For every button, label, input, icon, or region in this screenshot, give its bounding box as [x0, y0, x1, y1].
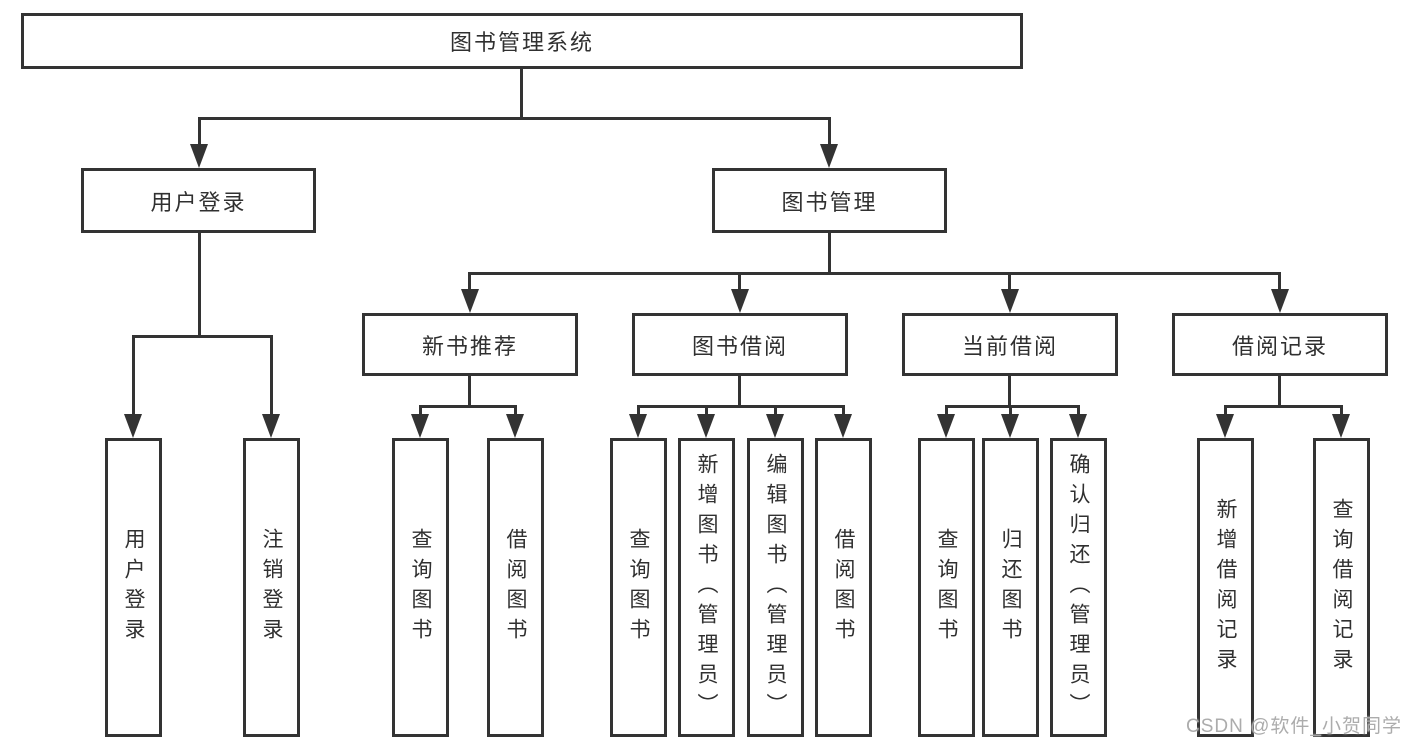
arrow-down-icon — [766, 414, 784, 438]
connector-line — [828, 233, 831, 275]
arrow-down-icon — [411, 414, 429, 438]
leaf-label: 注销登录 — [260, 527, 283, 648]
leaf-label: 用户登录 — [122, 527, 145, 648]
leaf-edit-book-admin: 编辑图书（管理员） — [747, 438, 804, 737]
arrow-down-icon — [1001, 289, 1019, 313]
leaf-label: 查询图书 — [935, 527, 958, 648]
connector-line — [198, 117, 831, 120]
connector-line — [132, 335, 135, 417]
leaf-label: 查询借阅记录 — [1330, 497, 1353, 678]
connector-line — [945, 405, 1080, 408]
connector-line — [419, 405, 517, 408]
arrow-down-icon — [190, 144, 208, 168]
connector-line — [1340, 405, 1343, 417]
arrow-down-icon — [1332, 414, 1350, 438]
node-borrow-records: 借阅记录 — [1172, 313, 1388, 376]
connector-line — [1008, 272, 1011, 292]
leaf-borrow-book: 借阅图书 — [815, 438, 872, 737]
leaf-add-book-admin: 新增图书（管理员） — [678, 438, 735, 737]
leaf-return-book: 归还图书 — [982, 438, 1039, 737]
node-label: 用户登录 — [150, 189, 247, 215]
connector-line — [520, 69, 523, 118]
arrow-down-icon — [1216, 414, 1234, 438]
connector-line — [468, 272, 471, 292]
connector-line — [774, 405, 777, 417]
node-library-system: 图书管理系统 — [21, 13, 1023, 69]
leaf-query-book-recommend: 查询图书 — [392, 438, 449, 737]
node-user-login: 用户登录 — [81, 168, 316, 233]
leaf-label: 新增借阅记录 — [1214, 497, 1237, 678]
leaf-logout: 注销登录 — [243, 438, 300, 737]
connector-line — [1009, 405, 1012, 417]
node-current-borrow: 当前借阅 — [902, 313, 1118, 376]
connector-line — [1278, 272, 1281, 292]
connector-line — [705, 405, 708, 417]
connector-line — [828, 117, 831, 148]
arrow-down-icon — [262, 414, 280, 438]
connector-line — [945, 405, 948, 417]
connector-line — [637, 405, 640, 417]
connector-line — [132, 335, 273, 338]
connector-line — [1008, 376, 1011, 407]
arrow-down-icon — [697, 414, 715, 438]
leaf-label: 查询图书 — [627, 527, 650, 648]
connector-line — [468, 376, 471, 407]
csdn-watermark: CSDN @软件_小贺同学 — [1186, 716, 1402, 737]
connector-line — [738, 376, 741, 407]
connector-line — [468, 272, 1281, 275]
leaf-label: 借阅图书 — [832, 527, 855, 648]
leaf-label: 确认归还（管理员） — [1067, 452, 1090, 723]
connector-line — [1077, 405, 1080, 417]
leaf-query-borrow-record: 查询借阅记录 — [1313, 438, 1370, 737]
arrow-down-icon — [731, 289, 749, 313]
leaf-query-book-current: 查询图书 — [918, 438, 975, 737]
leaf-user-login: 用户登录 — [105, 438, 162, 737]
arrow-down-icon — [937, 414, 955, 438]
node-label: 新书推荐 — [421, 333, 518, 359]
arrow-down-icon — [820, 144, 838, 168]
leaf-label: 新增图书（管理员） — [695, 452, 718, 723]
node-label: 图书管理 — [781, 189, 878, 215]
leaf-confirm-return-admin: 确认归还（管理员） — [1050, 438, 1107, 737]
node-label: 图书借阅 — [691, 333, 788, 359]
arrow-down-icon — [506, 414, 524, 438]
connector-line — [270, 335, 273, 417]
connector-line — [842, 405, 845, 417]
connector-line — [198, 117, 201, 148]
leaf-label: 查询图书 — [409, 527, 432, 648]
leaf-label: 归还图书 — [999, 527, 1022, 648]
arrow-down-icon — [461, 289, 479, 313]
connector-line — [1224, 405, 1343, 408]
arrow-down-icon — [1271, 289, 1289, 313]
node-book-management: 图书管理 — [712, 168, 947, 233]
connector-line — [738, 272, 741, 292]
connector-line — [198, 233, 201, 337]
arrow-down-icon — [1001, 414, 1019, 438]
arrow-down-icon — [629, 414, 647, 438]
node-label: 当前借阅 — [961, 333, 1058, 359]
leaf-label: 借阅图书 — [504, 527, 527, 648]
connector-line — [1224, 405, 1227, 417]
node-label: 借阅记录 — [1231, 333, 1328, 359]
node-book-borrow: 图书借阅 — [632, 313, 848, 376]
arrow-down-icon — [834, 414, 852, 438]
arrow-down-icon — [1069, 414, 1087, 438]
connector-line — [1278, 376, 1281, 407]
node-new-book-recommend: 新书推荐 — [362, 313, 578, 376]
connector-line — [514, 405, 517, 417]
leaf-borrow-book-recommend: 借阅图书 — [487, 438, 544, 737]
leaf-label: 编辑图书（管理员） — [764, 452, 787, 723]
connector-line — [637, 405, 845, 408]
node-label: 图书管理系统 — [449, 30, 594, 55]
leaf-add-borrow-record: 新增借阅记录 — [1197, 438, 1254, 737]
connector-line — [419, 405, 422, 417]
leaf-query-book-borrow: 查询图书 — [610, 438, 667, 737]
arrow-down-icon — [124, 414, 142, 438]
